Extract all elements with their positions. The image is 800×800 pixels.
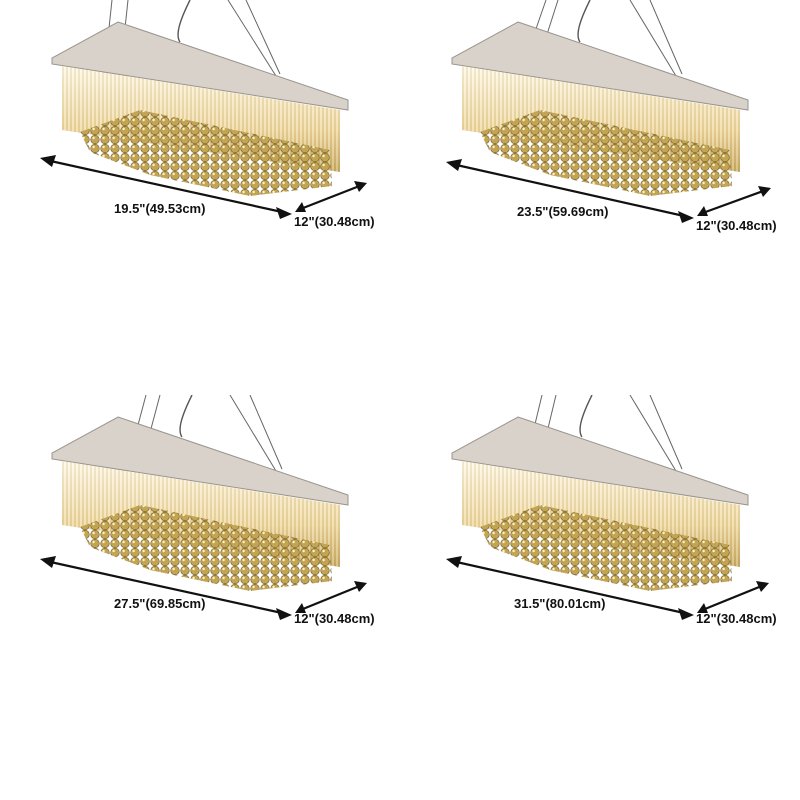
width-arrow	[699, 188, 767, 216]
width-arrow	[297, 183, 363, 212]
chandelier-panel-1: 19.5"(49.53cm) 12"(30.48cm)	[0, 0, 400, 400]
length-dimension-label: 19.5"(49.53cm)	[114, 201, 206, 216]
length-arrow	[45, 158, 283, 214]
width-arrow	[297, 583, 363, 613]
chandelier-illustration	[40, 0, 367, 219]
chandelier-illustration	[446, 0, 771, 223]
width-dimension-label: 12"(30.48cm)	[294, 611, 375, 626]
width-arrow	[699, 583, 765, 613]
chandelier-panel-4: 31.5"(80.01cm) 12"(30.48cm)	[400, 395, 800, 795]
length-arrow	[451, 559, 685, 615]
length-dimension-label: 27.5"(69.85cm)	[114, 596, 206, 611]
chandelier-panel-3: 27.5"(69.85cm) 12"(30.48cm)	[0, 395, 400, 795]
length-arrow	[45, 559, 283, 615]
chandelier-panel-2: 23.5"(59.69cm) 12"(30.48cm)	[400, 0, 800, 400]
width-dimension-label: 12"(30.48cm)	[696, 218, 777, 233]
length-dimension-label: 31.5"(80.01cm)	[514, 596, 606, 611]
width-dimension-label: 12"(30.48cm)	[696, 611, 777, 626]
chandelier-illustration	[446, 395, 769, 620]
chandelier-illustration	[40, 395, 367, 620]
length-arrow	[451, 162, 685, 218]
width-dimension-label: 12"(30.48cm)	[294, 214, 375, 229]
length-dimension-label: 23.5"(59.69cm)	[517, 204, 609, 219]
